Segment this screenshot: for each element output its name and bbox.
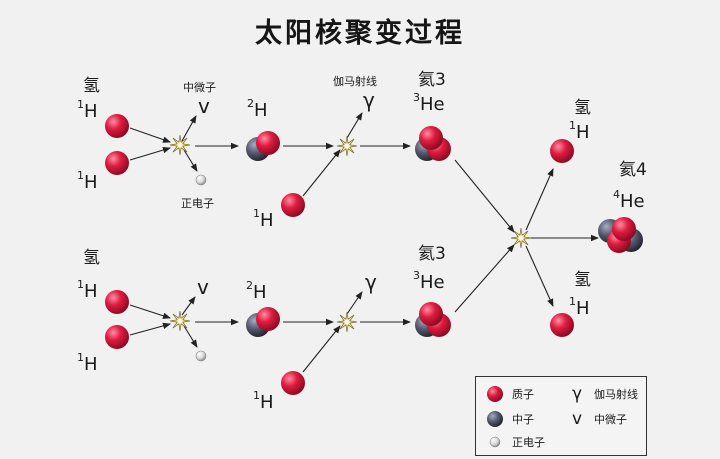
proton	[105, 151, 129, 175]
legend-positron-label: 正电子	[512, 436, 545, 449]
hydrogen-label: 氢	[83, 248, 100, 268]
fusion-flash-core	[518, 235, 524, 241]
isotope-h1-label: 1H	[253, 389, 274, 413]
legend-gamma-label: 伽马射线	[594, 388, 638, 401]
gamma-icon: γ	[571, 384, 583, 404]
isotope-h1-label: 1H	[77, 169, 98, 193]
proton	[550, 313, 574, 337]
proton	[105, 290, 129, 314]
reaction-arrow	[129, 322, 171, 336]
legend-item-positron: 正电子	[484, 434, 545, 450]
gamma-symbol: γ	[363, 88, 375, 112]
deuterium-proton	[256, 307, 280, 331]
helium3-proton	[419, 126, 443, 150]
neutrino-icon: v	[571, 409, 583, 429]
neutrino-symbol: v	[197, 275, 209, 299]
reaction-arrow	[525, 245, 554, 307]
reaction-arrow	[129, 304, 171, 319]
proton	[550, 139, 574, 163]
helium3-label: 氦3	[418, 70, 446, 90]
positron	[195, 350, 207, 362]
proton	[281, 193, 305, 217]
deuterium-proton	[256, 131, 280, 155]
helium4-label: 氦4	[619, 160, 647, 180]
fusion-flash-core	[177, 142, 183, 148]
isotope-he3-label: 3He	[413, 91, 445, 115]
reaction-arrow	[183, 325, 198, 348]
reaction-arrow	[346, 291, 363, 315]
legend: 质子 中子 正电子 γ 伽马射线 v 中微子	[475, 376, 647, 456]
gamma-symbol: γ	[365, 270, 377, 294]
reaction-arrow	[183, 149, 198, 172]
helium3-label: 氦3	[418, 244, 446, 264]
reaction-arrow	[454, 159, 515, 233]
proton	[281, 371, 305, 395]
positron-icon	[489, 436, 501, 448]
neutrino-label: 中微子	[183, 81, 216, 94]
reaction-arrow	[525, 168, 554, 231]
neutrino-symbol: v	[198, 94, 210, 118]
proton	[105, 325, 129, 349]
isotope-h2-label: 2H	[246, 279, 267, 303]
helium4-proton	[612, 217, 636, 241]
fusion-flash-core	[344, 143, 350, 149]
isotope-h1-label: 1H	[77, 98, 98, 122]
isotope-h1-label: 1H	[77, 351, 98, 375]
neutron-icon	[487, 411, 503, 427]
reaction-arrow	[129, 146, 171, 161]
legend-item-gamma: γ 伽马射线	[566, 384, 638, 404]
reaction-arrow	[346, 112, 363, 139]
legend-neutrino-label: 中微子	[594, 413, 627, 426]
legend-item-proton: 质子	[484, 384, 534, 404]
reaction-arrow	[181, 115, 197, 142]
isotope-h1-label: 1H	[253, 207, 274, 231]
diagram-title: 太阳核聚变过程	[255, 18, 465, 49]
reaction-arrow	[302, 149, 341, 197]
positron	[195, 174, 207, 186]
legend-item-neutron: 中子	[484, 409, 534, 429]
proton-icon	[487, 386, 503, 402]
isotope-h1-label: 1H	[77, 278, 98, 302]
legend-proton-label: 质子	[512, 388, 534, 401]
helium3-proton	[419, 302, 443, 326]
isotope-h1-label: 1H	[569, 119, 590, 143]
isotope-h2-label: 2H	[247, 97, 268, 121]
positron-label: 正电子	[181, 197, 214, 210]
legend-item-neutrino: v 中微子	[566, 409, 627, 429]
hydrogen-label: 氢	[574, 270, 591, 290]
reaction-arrow	[302, 325, 341, 373]
hydrogen-label: 氢	[83, 76, 100, 96]
gamma-label: 伽马射线	[333, 75, 377, 88]
fusion-flash-core	[177, 318, 183, 324]
hydrogen-label: 氢	[574, 98, 591, 118]
fusion-flash-core	[344, 319, 350, 325]
proton	[105, 114, 129, 138]
isotope-h1-label: 1H	[569, 295, 590, 319]
reaction-arrow	[129, 127, 171, 143]
reaction-arrow	[181, 296, 196, 316]
isotope-he4-label: 4He	[613, 188, 645, 212]
isotope-he3-label: 3He	[413, 269, 445, 293]
legend-neutron-label: 中子	[512, 413, 534, 426]
reaction-arrow	[454, 244, 515, 313]
